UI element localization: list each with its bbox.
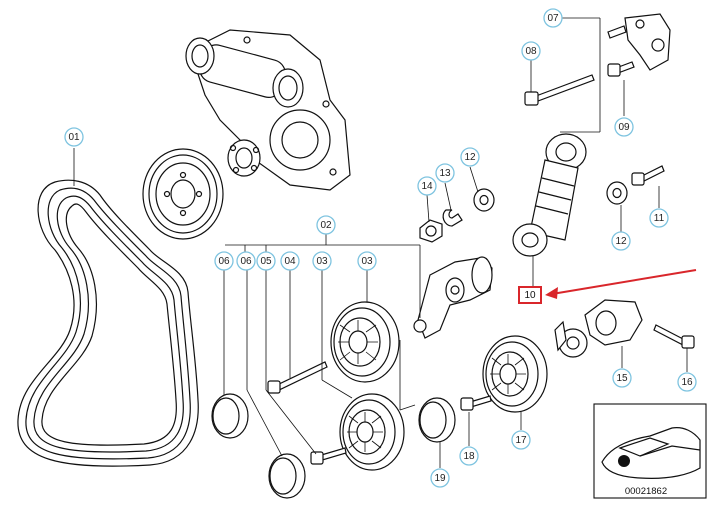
tensioner-bracket (413, 256, 493, 339)
stud-07 (607, 25, 627, 39)
callout-c15: 15 (612, 368, 632, 388)
idler-pulley-right (482, 335, 548, 413)
dust-cap-06a (211, 393, 249, 439)
callout-label: 06 (240, 256, 252, 267)
washer-12a (473, 188, 495, 212)
callout-label: 18 (463, 451, 475, 462)
callout-circle (460, 147, 480, 167)
callout-circle (511, 430, 531, 450)
callout-circle (280, 251, 300, 271)
callout-label: 15 (616, 373, 628, 384)
callout-c14: 14 (417, 176, 437, 196)
highlighted-part-number: 10 (524, 289, 536, 301)
highlighted-part-label: 10 (518, 286, 542, 304)
callout-circle (430, 468, 450, 488)
callout-c12b: 12 (611, 231, 631, 251)
highlight-arrow (545, 269, 697, 299)
callout-label: 05 (260, 256, 272, 267)
callout-c11: 11 (649, 208, 669, 228)
callout-c03b: 03 (357, 251, 377, 271)
washer-12b (606, 181, 628, 205)
callout-circle (612, 368, 632, 388)
callout-label: 06 (218, 256, 230, 267)
callout-label: 13 (439, 168, 451, 179)
callout-c13: 13 (435, 163, 455, 183)
bolt-05 (310, 447, 347, 465)
callout-circle (459, 446, 479, 466)
callout-label: 09 (618, 122, 630, 133)
callout-c02: 02 (316, 215, 336, 235)
callout-circle (543, 8, 563, 28)
reference-number: 00021862 (624, 486, 668, 497)
callout-label: 02 (320, 220, 332, 231)
bolt-08 (524, 74, 595, 106)
callout-c03a: 03 (312, 251, 332, 271)
callout-label: 03 (361, 256, 373, 267)
dust-cap-19 (418, 397, 456, 443)
callout-c12a: 12 (460, 147, 480, 167)
leader-lines (73, 17, 688, 468)
callout-c17: 17 (511, 430, 531, 450)
callout-c01: 01 (64, 127, 84, 147)
pump-pulley (142, 148, 224, 240)
callout-label: 04 (284, 256, 296, 267)
dust-cap-06b (268, 453, 306, 499)
callout-label: 12 (464, 152, 476, 163)
callout-c09: 09 (614, 117, 634, 137)
mounting-bracket (624, 13, 671, 71)
callout-circle (256, 251, 276, 271)
callout-circle (64, 127, 84, 147)
callout-c08: 08 (521, 41, 541, 61)
callout-circle (417, 176, 437, 196)
callout-c16: 16 (677, 372, 697, 392)
callout-circle (677, 372, 697, 392)
callout-label: 08 (525, 46, 537, 57)
callout-circle (316, 215, 336, 235)
tension-damper (512, 133, 587, 257)
locator-dot (618, 455, 630, 467)
clip-13 (442, 209, 463, 227)
callout-c19: 19 (430, 468, 450, 488)
callout-label: 07 (547, 13, 559, 24)
bolt-09 (607, 61, 635, 77)
idler-pulley-lower (339, 393, 405, 471)
callout-circle (611, 231, 631, 251)
callout-c06a: 06 (214, 251, 234, 271)
nut-14 (419, 219, 443, 243)
callout-label: 14 (421, 181, 433, 192)
vehicle-locator-inset (593, 403, 707, 499)
callout-circle (614, 117, 634, 137)
idler-pulley-upper (330, 301, 400, 383)
callout-circle (312, 251, 332, 271)
callout-label: 17 (515, 435, 527, 446)
callout-c04: 04 (280, 251, 300, 271)
bolt-11 (631, 165, 665, 186)
callout-label: 12 (615, 236, 627, 247)
callout-circle (435, 163, 455, 183)
callout-c18: 18 (459, 446, 479, 466)
callout-label: 01 (68, 132, 80, 143)
callout-circle (357, 251, 377, 271)
callout-c05: 05 (256, 251, 276, 271)
callout-label: 11 (654, 213, 665, 224)
bolt-18 (460, 395, 492, 411)
bolt-04 (267, 361, 328, 394)
callout-c07: 07 (543, 8, 563, 28)
bracket-15 (554, 299, 643, 358)
callout-label: 19 (434, 473, 446, 484)
callout-circle (214, 251, 234, 271)
drive-belt (17, 179, 199, 467)
callout-label: 16 (681, 377, 693, 388)
callout-label: 03 (316, 256, 328, 267)
bolt-16 (653, 324, 695, 349)
callout-c06b: 06 (236, 251, 256, 271)
water-pump (185, 29, 351, 191)
callout-circle (649, 208, 669, 228)
callout-circle (236, 251, 256, 271)
callout-circle (521, 41, 541, 61)
